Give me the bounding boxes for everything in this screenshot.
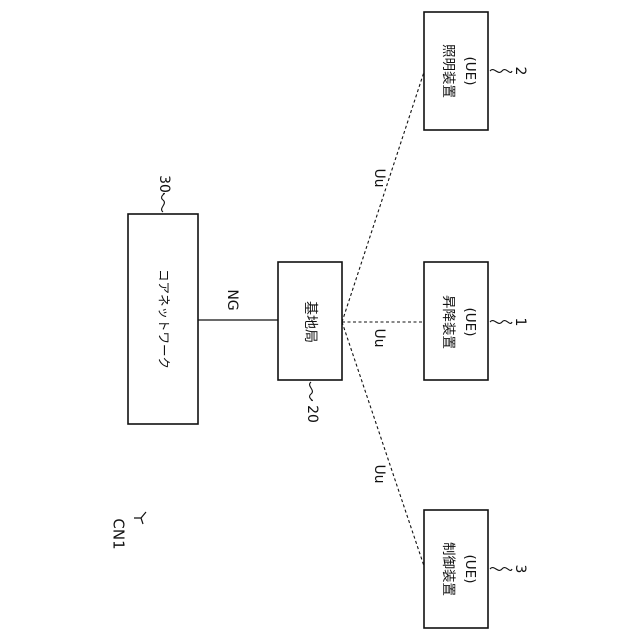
figure-label: CN1 (110, 518, 128, 549)
core-network-ref: 30 (156, 175, 172, 193)
lighting-device-ref-leader (490, 70, 512, 73)
base-station-ref-leader (310, 382, 313, 401)
lift-device-ref-leader (490, 321, 512, 324)
control-device-label: 制御装置 (440, 542, 456, 596)
lighting-device-label: 照明装置 (440, 44, 456, 98)
control-device-ref-leader (490, 568, 512, 571)
lighting-device-ue-label: (UE) (462, 57, 478, 86)
uu-lift-label: Uu (371, 328, 387, 347)
control-device-ref: 3 (512, 565, 528, 574)
uu-link-lighting-line (342, 72, 424, 322)
core-network-label: コアネットワーク (157, 269, 172, 369)
uu-control-label: Uu (371, 464, 387, 483)
uu-lighting-label: Uu (371, 168, 387, 187)
lighting-device-ref: 2 (512, 67, 528, 76)
figure-label-pointer (134, 512, 146, 524)
uu-link-control-line (342, 322, 424, 566)
core-network-ref-leader (162, 193, 165, 212)
lift-device-ref: 1 (512, 318, 528, 327)
base-station-label: 基地局 (302, 301, 319, 343)
control-device-ue-label: (UE) (462, 555, 478, 584)
base-station-ref: 20 (304, 405, 320, 423)
lift-device-label: 昇降装置 (440, 295, 456, 349)
lift-device-ue-label: (UE) (462, 308, 478, 337)
ng-link-label: NG (224, 289, 240, 310)
